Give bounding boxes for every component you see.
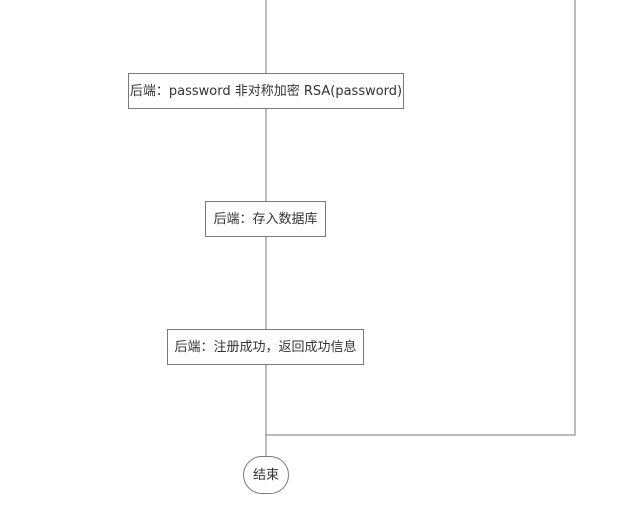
node-rsa-encrypt-label: 后端：password 非对称加密 RSA(password): [129, 83, 403, 99]
node-end-terminal: 结束: [243, 456, 289, 494]
node-register-success-label: 后端：注册成功，返回成功信息: [174, 339, 357, 355]
node-store-database-label: 后端：存入数据库: [213, 211, 318, 227]
node-register-success: 后端：注册成功，返回成功信息: [167, 329, 364, 365]
node-rsa-encrypt: 后端：password 非对称加密 RSA(password): [128, 73, 404, 109]
node-store-database: 后端：存入数据库: [205, 201, 326, 237]
node-end-terminal-label: 结束: [252, 467, 279, 483]
connector-right-branch: [266, 0, 576, 436]
